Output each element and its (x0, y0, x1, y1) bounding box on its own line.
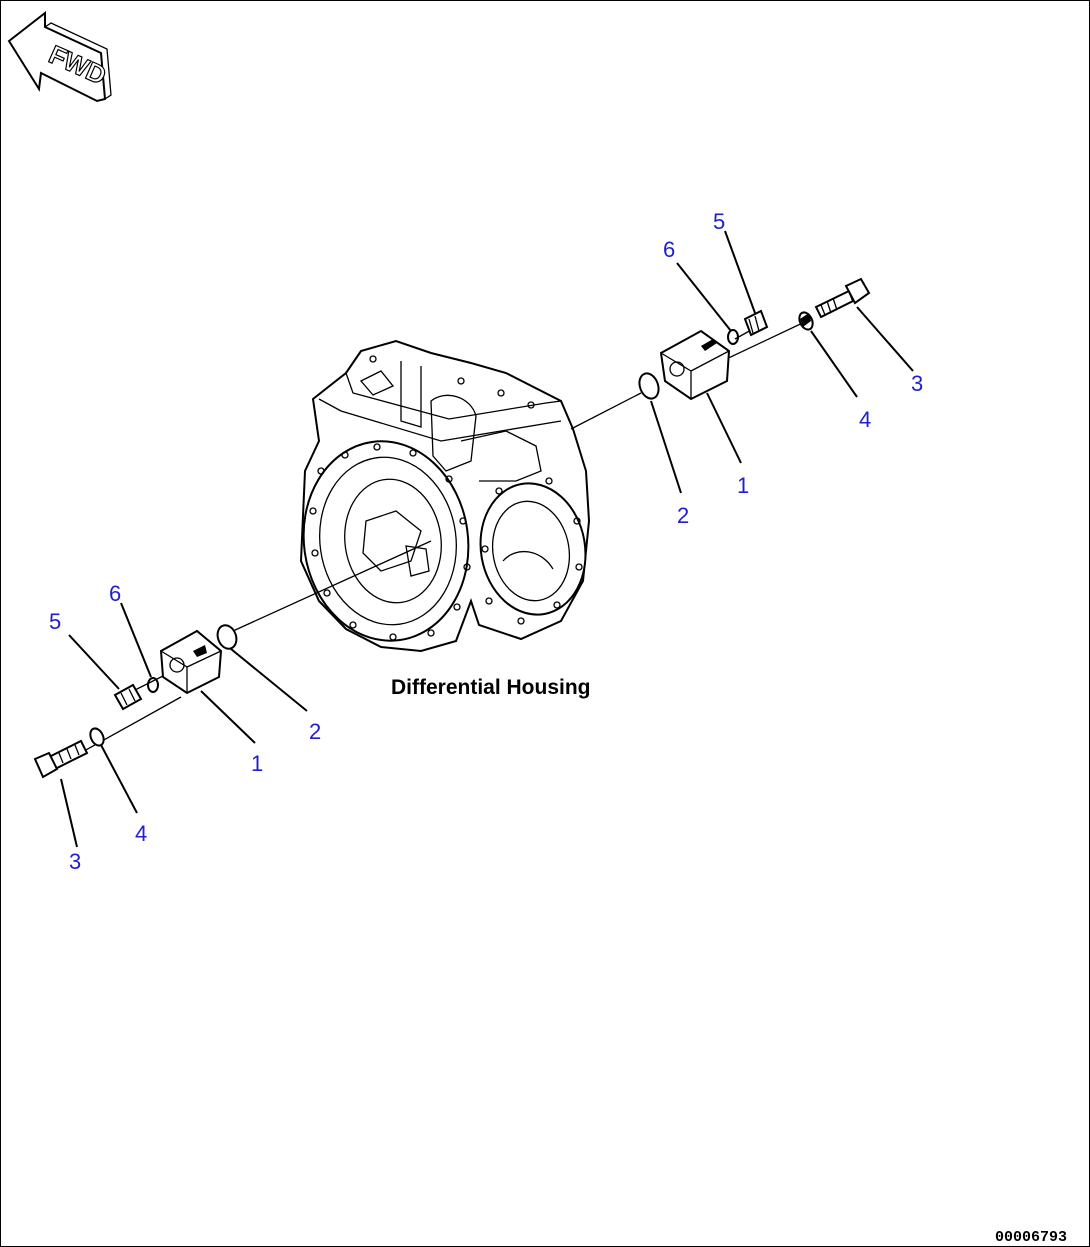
differential-housing-illustration (299, 339, 591, 653)
callout-left-6: 6 (109, 581, 121, 606)
callout-right-2: 2 (677, 503, 689, 528)
callout-right-5: 5 (713, 209, 725, 234)
callout-left-1: 1 (251, 751, 263, 776)
left-bolt-3 (33, 739, 89, 779)
right-relief-valve-1 (659, 329, 731, 401)
right-o-ring-2 (638, 372, 660, 400)
housing-bolt-holes (309, 355, 583, 641)
right-o-ring-6 (727, 329, 739, 345)
left-plug-5 (113, 683, 143, 711)
left-washer-4 (89, 727, 105, 747)
left-o-ring-6 (147, 677, 159, 693)
figure-id: 00006793 (995, 1229, 1067, 1246)
fwd-arrow-icon: FWD (7, 10, 112, 103)
callout-left-3: 3 (69, 849, 81, 874)
callout-right-4: 4 (859, 407, 871, 432)
callout-left-2: 2 (309, 719, 321, 744)
left-o-ring-2 (216, 624, 238, 650)
callout-numbers: 5 6 3 4 1 2 5 6 2 1 4 3 (49, 209, 923, 874)
right-plug-5 (743, 309, 769, 337)
callout-left-5: 5 (49, 609, 61, 634)
right-washer-4 (798, 311, 814, 331)
right-bolt-3 (814, 277, 871, 319)
callout-leader-lines (60, 230, 914, 848)
callout-right-1: 1 (737, 473, 749, 498)
callout-right-3: 3 (911, 371, 923, 396)
component-label: Differential Housing (391, 676, 591, 699)
left-relief-valve-1 (159, 629, 223, 695)
callout-left-4: 4 (135, 821, 147, 846)
callout-right-6: 6 (663, 237, 675, 262)
